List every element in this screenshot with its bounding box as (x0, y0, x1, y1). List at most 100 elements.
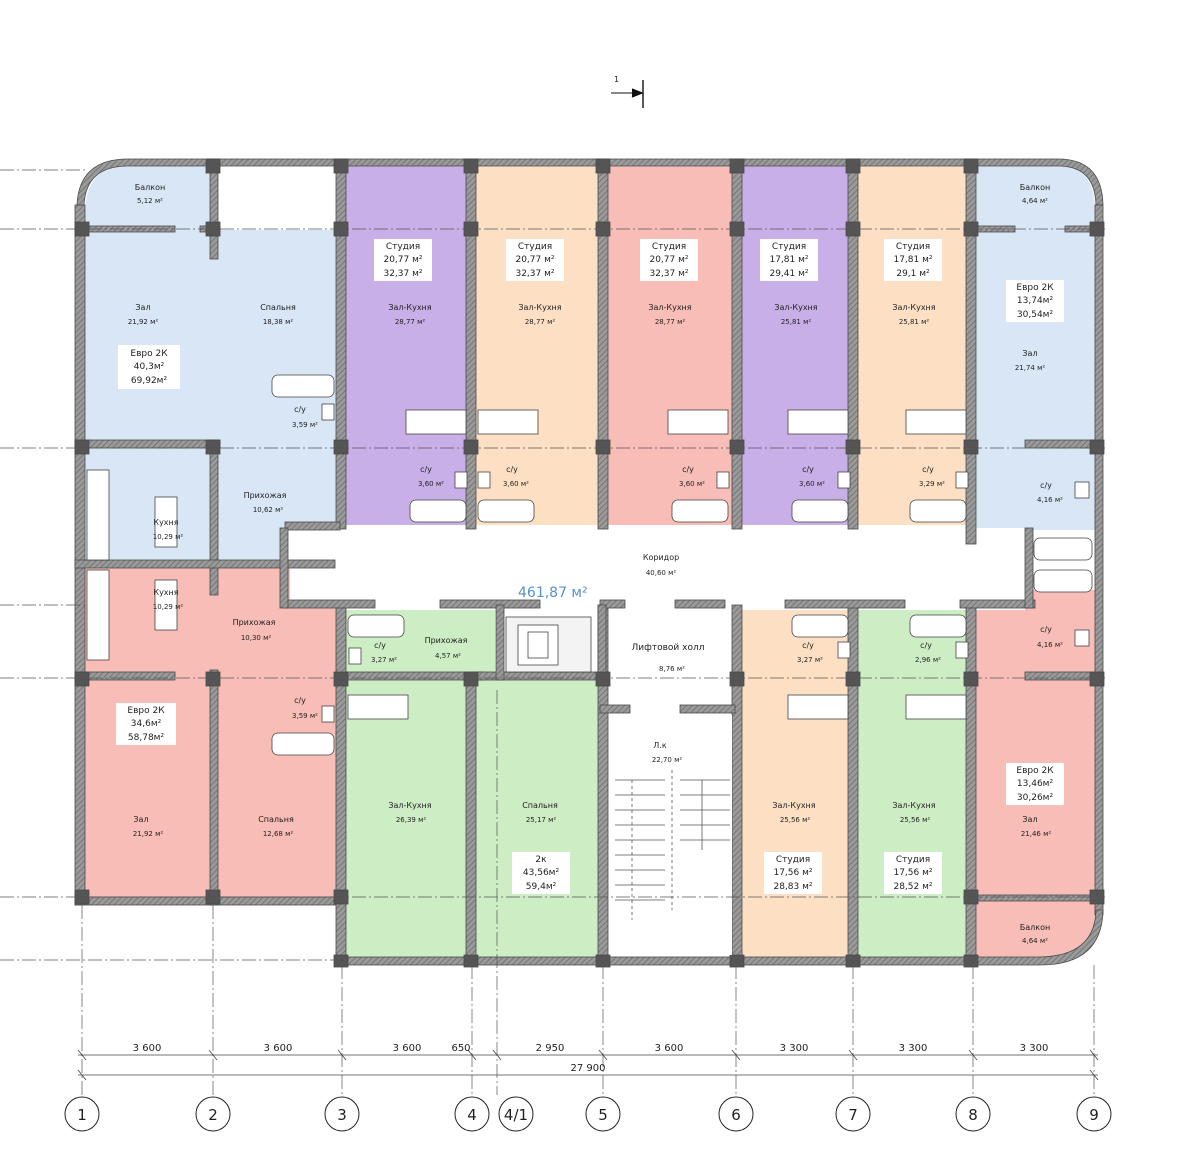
svg-text:17,56 м²: 17,56 м² (773, 868, 812, 878)
svg-text:Студия: Студия (772, 242, 806, 252)
axis-bubbles: 1 2 3 4 4/1 5 6 7 8 9 (64, 1096, 1112, 1132)
dimension-lines (77, 1049, 1099, 1081)
svg-text:с/у: с/у (920, 641, 932, 650)
svg-text:43,56м²: 43,56м² (523, 868, 560, 878)
svg-text:Студия: Студия (386, 242, 420, 252)
dimension-label: 3 300 (780, 1043, 809, 1054)
outer-wall-left (74, 204, 86, 906)
svg-text:25,81 м²: 25,81 м² (781, 318, 812, 326)
svg-text:25,56 м²: 25,56 м² (900, 816, 931, 824)
axis-bubble: 7 (835, 1096, 871, 1132)
svg-text:Балкон: Балкон (1020, 183, 1050, 192)
svg-text:3,27 м²: 3,27 м² (371, 656, 397, 664)
svg-text:Зал-Кухня: Зал-Кухня (774, 303, 817, 312)
apartment-fill-studio-4 (740, 165, 850, 525)
apartment-fill-euro2k-left (85, 165, 340, 560)
room-label: Зал 21,92 м² (133, 815, 164, 838)
room-label: Л.к22,70 м² (652, 741, 683, 764)
svg-text:21,74 м²: 21,74 м² (1015, 364, 1046, 372)
svg-text:4: 4 (467, 1106, 477, 1124)
apartment-fill-studio-6 (740, 610, 850, 960)
room-label: с/у 3,60 м² (679, 465, 705, 488)
svg-text:7: 7 (848, 1106, 858, 1124)
svg-text:17,56 м²: 17,56 м² (893, 868, 932, 878)
svg-text:12,68 м²: 12,68 м² (263, 830, 294, 838)
apartment-tag: Евро 2К 34,6м² 58,78м² (116, 703, 176, 745)
svg-text:5: 5 (598, 1106, 608, 1124)
svg-text:40,3м²: 40,3м² (134, 362, 165, 372)
svg-text:30,54м²: 30,54м² (1017, 310, 1054, 320)
dimension-label: 2 950 (536, 1043, 565, 1054)
svg-text:Зал: Зал (133, 815, 148, 824)
room-label: с/у3,27 м² (371, 641, 397, 664)
svg-text:Студия: Студия (896, 855, 930, 865)
svg-text:21,92 м²: 21,92 м² (128, 318, 159, 326)
svg-text:с/у: с/у (802, 641, 814, 650)
dimension-label: 3 600 (264, 1043, 293, 1054)
svg-text:28,52 м²: 28,52 м² (893, 882, 932, 892)
svg-text:Евро 2К: Евро 2К (127, 706, 165, 716)
svg-text:34,6м²: 34,6м² (131, 719, 162, 729)
corridor-fill (290, 528, 1025, 608)
room-label: с/у3,29 м² (919, 465, 945, 488)
svg-text:Студия: Студия (776, 855, 810, 865)
svg-text:26,39 м²: 26,39 м² (396, 816, 427, 824)
svg-text:32,37 м²: 32,37 м² (649, 269, 688, 279)
room-label: с/у3,27 м² (797, 641, 823, 664)
svg-text:6: 6 (731, 1106, 741, 1124)
svg-text:40,60 м²: 40,60 м² (646, 569, 677, 577)
apartment-tag: Студия 17,81 м² 29,41 м² (760, 239, 818, 281)
outer-wall-bottom-mid (334, 956, 981, 966)
svg-text:Зал: Зал (1022, 349, 1037, 358)
room-label: Зал-Кухня 25,81 м² (774, 303, 817, 326)
svg-text:21,92 м²: 21,92 м² (133, 830, 164, 838)
svg-text:10,30 м²: 10,30 м² (241, 634, 272, 642)
axis-lines (0, 169, 1105, 1095)
svg-text:28,83 м²: 28,83 м² (773, 882, 812, 892)
room-label: с/у3,60 м² (503, 465, 529, 488)
svg-text:Зал-Кухня: Зал-Кухня (388, 801, 431, 810)
dimension-label: 650 (451, 1043, 470, 1054)
room-label: с/у4,16 м² (1037, 481, 1063, 504)
svg-text:3: 3 (337, 1106, 347, 1124)
svg-text:4,64 м²: 4,64 м² (1022, 197, 1048, 205)
svg-text:2: 2 (208, 1106, 218, 1124)
svg-text:с/у: с/у (682, 465, 694, 474)
svg-text:3,59 м²: 3,59 м² (292, 421, 318, 429)
svg-text:с/у: с/у (1040, 625, 1052, 634)
apartment-fill-studio-1 (345, 165, 470, 525)
room-label: Зал-Кухня 26,39 м² (388, 801, 431, 824)
outer-wall-right (1094, 204, 1104, 916)
axis-bubble: 2 (195, 1096, 231, 1132)
svg-text:Зал-Кухня: Зал-Кухня (892, 303, 935, 312)
svg-text:4,57 м²: 4,57 м² (435, 652, 461, 660)
svg-text:Студия: Студия (896, 242, 930, 252)
axis-bubble: 3 (324, 1096, 360, 1132)
apartment-tag: Студия 20,77 м² 32,37 м² (506, 239, 564, 281)
svg-text:с/у: с/у (1040, 481, 1052, 490)
svg-text:28,77 м²: 28,77 м² (525, 318, 556, 326)
svg-text:22,70 м²: 22,70 м² (652, 756, 683, 764)
room-label: с/у3,59 м² (292, 696, 318, 720)
svg-text:20,77 м²: 20,77 м² (515, 255, 554, 265)
svg-text:Прихожая: Прихожая (233, 618, 276, 627)
svg-text:с/у: с/у (802, 465, 814, 474)
apartment-fill-studio-5 (855, 165, 970, 525)
svg-text:3,60 м²: 3,60 м² (418, 480, 444, 488)
svg-text:Зал: Зал (1022, 815, 1037, 824)
dimension-label: 3 300 (899, 1043, 928, 1054)
svg-text:Спальня: Спальня (258, 815, 294, 824)
apartment-tag: Студия 17,81 м² 29,1 м² (884, 239, 942, 281)
room-label: Балкон 4,64 м² (1020, 183, 1050, 205)
fixtures (86, 374, 1093, 756)
svg-text:3,60 м²: 3,60 м² (679, 480, 705, 488)
svg-text:25,81 м²: 25,81 м² (899, 318, 930, 326)
apartment-tag: Евро 2К 13,46м² 30,26м² (1006, 763, 1064, 805)
svg-text:с/у: с/у (294, 696, 306, 705)
svg-text:20,77 м²: 20,77 м² (383, 255, 422, 265)
